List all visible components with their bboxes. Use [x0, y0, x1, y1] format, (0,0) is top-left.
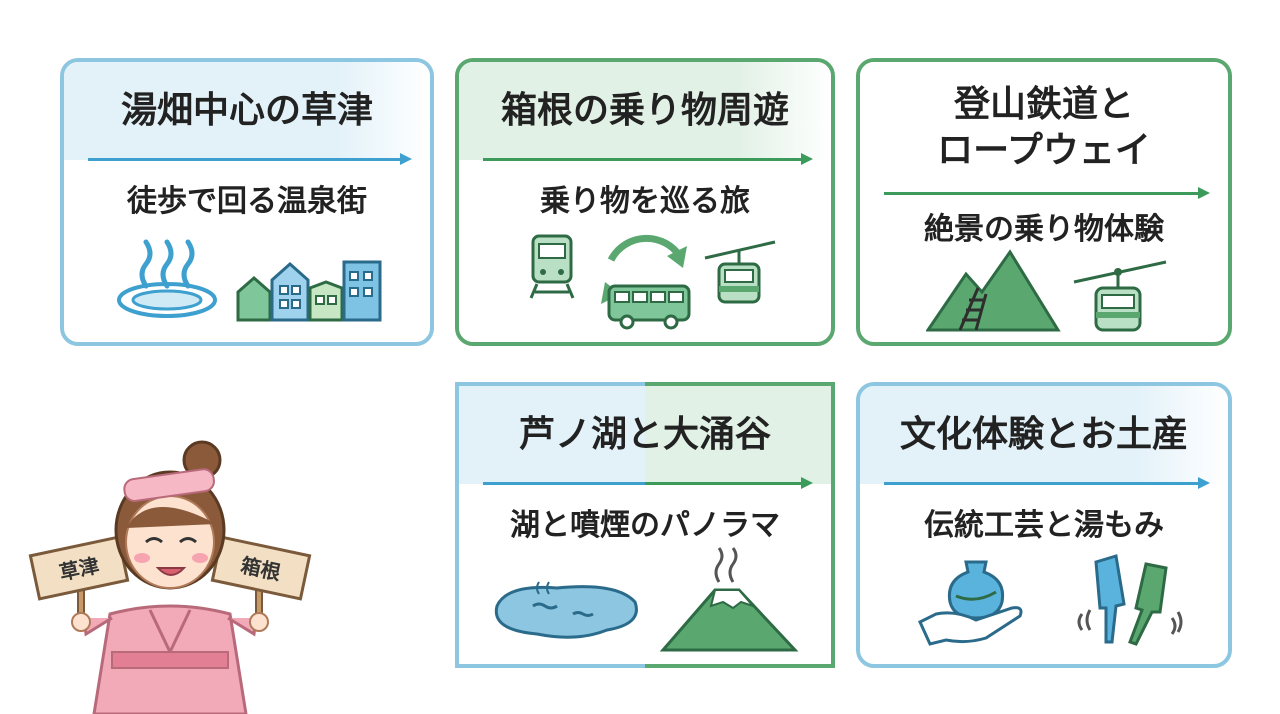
card-title: 箱根の乗り物周遊: [500, 90, 789, 131]
card-title: 芦ノ湖と大涌谷: [518, 414, 771, 455]
card-title: 文化体験とお土産: [899, 414, 1188, 455]
card-kusatsu: 湯畑中心の草津 徒歩で回る温泉街: [60, 58, 434, 346]
arrow-icon: [884, 477, 1210, 489]
card-header: 登山鉄道と ロープウェイ: [860, 62, 1228, 199]
card-title: 湯畑中心の草津: [120, 90, 373, 131]
card-header: 湯畑中心の草津: [64, 62, 430, 165]
card-subtitle: 乗り物を巡る旅: [540, 184, 750, 219]
card-header: 箱根の乗り物周遊: [459, 62, 831, 165]
volcano-icon: [659, 547, 799, 652]
yumomi-paddles-icon: [1077, 554, 1183, 646]
bus-icon: [607, 284, 691, 330]
character-illustration: 草津 箱根: [28, 440, 312, 714]
sign-right: 箱根: [210, 535, 312, 601]
arrow-icon: [483, 477, 813, 489]
gondola-icon: [1073, 260, 1167, 332]
card-title-line2: ロープウェイ: [937, 130, 1151, 171]
lake-icon: [494, 581, 638, 639]
arrow-icon: [884, 187, 1210, 199]
card-subtitle: 伝統工芸と湯もみ: [924, 508, 1164, 543]
arrow-icon: [88, 153, 412, 165]
mountain-railway-icon: [926, 249, 1061, 332]
hot-spring-icon: [117, 239, 217, 318]
ropeway-icon: [704, 240, 776, 304]
card-header: 芦ノ湖と大涌谷: [459, 386, 831, 489]
town-houses-icon: [236, 260, 382, 322]
card-culture: 文化体験とお土産 伝統工芸と湯もみ: [856, 382, 1232, 668]
card-subtitle: 湖と噴煙のパノラマ: [510, 508, 780, 543]
card-mountain-railway: 登山鉄道と ロープウェイ 絶景の乗り物体験: [856, 58, 1232, 346]
train-icon: [529, 234, 575, 299]
card-ashinoko: 芦ノ湖と大涌谷 湖と噴煙のパノラマ: [455, 382, 835, 668]
sign-left: 草津: [28, 535, 130, 601]
pottery-hand-icon: [918, 560, 1023, 646]
card-subtitle: 徒歩で回る温泉街: [127, 184, 367, 219]
card-title-line1: 登山鉄道と: [953, 84, 1134, 125]
card-header: 文化体験とお土産: [860, 386, 1228, 489]
arrow-icon: [483, 153, 813, 165]
card-subtitle: 絶景の乗り物体験: [924, 212, 1164, 247]
card-hakone-rides: 箱根の乗り物周遊 乗り物を巡る旅: [455, 58, 835, 346]
